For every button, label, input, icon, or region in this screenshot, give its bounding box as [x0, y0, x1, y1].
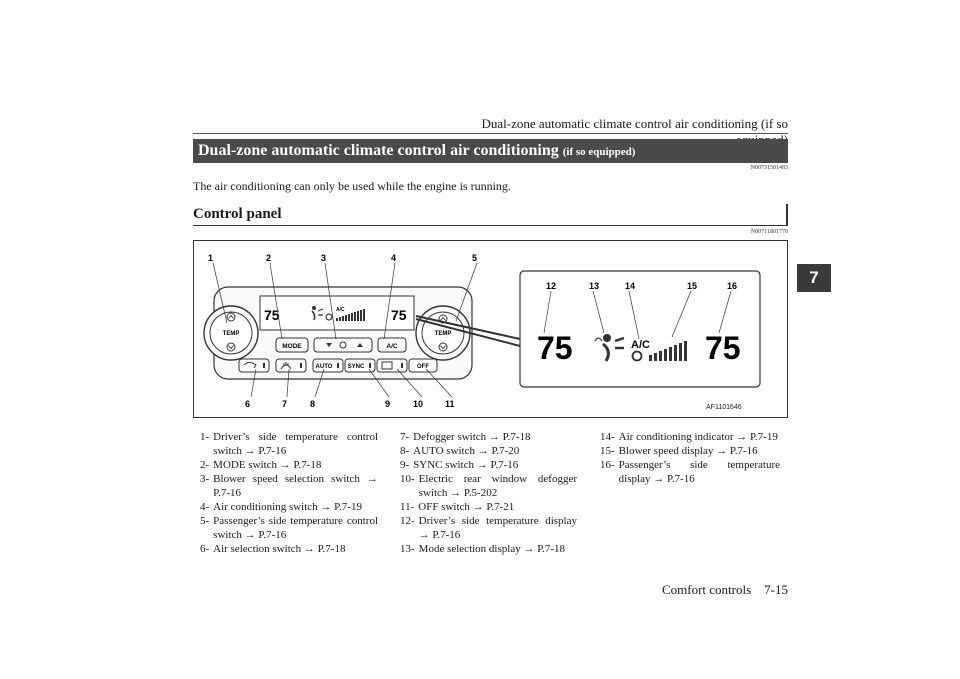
callout-15: 15: [687, 281, 697, 291]
rear-defogger-icon: [381, 361, 393, 370]
callout-leaders: [212, 262, 521, 398]
section-code: N00731501483: [750, 165, 788, 171]
control-panel-illustration: TEMP TEMP 75 75 A/C: [203, 253, 761, 409]
passenger-temp-label: TEMP: [435, 331, 452, 337]
figure-code: AF1101646: [706, 404, 742, 411]
list-item: 16-Passenger’s side temperature display …: [600, 459, 780, 485]
callout-10: 10: [413, 399, 423, 409]
large-display-driver-temp: 75: [537, 330, 573, 366]
callout-12: 12: [546, 281, 556, 291]
list-item: 4-Air conditioning switch → P.7-19: [200, 501, 362, 513]
list-item: 3-Blower speed selection switch → P.7-16: [200, 473, 378, 499]
callout-8: 8: [310, 399, 315, 409]
list-item: 2-MODE switch → P.7-18: [200, 459, 322, 471]
driver-temp-knob: TEMP: [203, 305, 259, 361]
subsection-tick: [786, 204, 788, 226]
mode-button[interactable]: [275, 337, 309, 353]
small-display-right-temp: 75: [391, 307, 407, 323]
blower-speed-button[interactable]: [313, 337, 373, 353]
callout-9: 9: [385, 399, 390, 409]
item-list-col1: 1-Driver’s side temperature control swit…: [200, 430, 378, 556]
callout-4: 4: [391, 253, 396, 263]
small-display-fan-icon: [325, 313, 333, 321]
list-item: 6-Air selection switch → P.7-18: [200, 543, 346, 555]
list-item: 13-Mode selection display → P.7-18: [400, 543, 566, 555]
list-item: 7-Defogger switch → P.7-18: [400, 431, 531, 443]
subsection-rule: [193, 225, 788, 226]
header-rule: [193, 133, 788, 134]
list-item: 10-Electric rear window defogger switch …: [400, 473, 577, 499]
control-panel-figure: TEMP TEMP 75 75 A/C: [193, 240, 788, 418]
large-callout-numbers: 12 13 14 15 16: [546, 281, 737, 291]
intro-text: The air conditioning can only be used wh…: [193, 179, 511, 193]
blower-down-icon: [326, 343, 332, 347]
list-item: 15-Blower speed display → P.7-16: [600, 445, 758, 457]
callout-7: 7: [282, 399, 287, 409]
list-item: 11-OFF switch → P.7-21: [400, 501, 515, 513]
list-item: 9-SYNC switch → P.7-16: [400, 459, 519, 471]
subsection-title: Control panel: [193, 206, 282, 222]
callout-2: 2: [266, 253, 271, 263]
callout-11: 11: [445, 399, 455, 409]
passenger-temp-knob: TEMP: [415, 305, 471, 361]
auto-button[interactable]: [312, 358, 344, 373]
blower-up-icon: [357, 343, 363, 347]
sync-button[interactable]: [344, 358, 376, 373]
section-title: Dual-zone automatic climate control air …: [198, 142, 559, 159]
sync-button-label: SYNC: [348, 364, 365, 370]
large-display-leaders: [543, 290, 732, 340]
callout-numbers: 1 2 3 4 5 6 7 8 9 10 11: [208, 253, 477, 409]
item-list-col2: 7-Defogger switch → P.7-18 8-AUTO switch…: [400, 430, 577, 556]
callout-16: 16: [727, 281, 737, 291]
item-list-col3: 14-Air conditioning indicator → P.7-19 1…: [600, 430, 780, 486]
air-selection-button[interactable]: [238, 358, 270, 373]
callout-6: 6: [245, 399, 250, 409]
large-display-mode-icon: [594, 334, 625, 362]
footer-section: Comfort controls: [661, 582, 752, 597]
section-banner: Dual-zone automatic climate control air …: [193, 139, 788, 163]
subsection-code: N00711801770: [750, 229, 788, 235]
small-display: [259, 295, 415, 331]
mode-button-label: MODE: [282, 343, 302, 350]
large-display-fan-icon: [631, 350, 643, 362]
callout-1: 1: [208, 253, 213, 263]
list-item: 1-Driver’s side temperature control swit…: [200, 431, 378, 457]
callout-5: 5: [472, 253, 477, 263]
off-button[interactable]: [408, 358, 438, 373]
blower-fan-icon: [339, 341, 347, 349]
ac-button-label: A/C: [386, 343, 398, 350]
ac-button[interactable]: [377, 337, 407, 353]
large-display-blower-bars: [649, 341, 687, 361]
large-display: [519, 270, 761, 388]
bottom-button-row: AUTO SYNC OFF: [238, 358, 438, 373]
small-display-blower-bars: [336, 309, 365, 321]
callout-3: 3: [321, 253, 326, 263]
list-item: 12-Driver’s side temperature display → P…: [400, 515, 577, 541]
driver-temp-label: TEMP: [223, 331, 240, 337]
auto-button-label: AUTO: [316, 364, 333, 370]
large-display-passenger-temp: 75: [705, 330, 741, 366]
recirc-icon: [243, 362, 257, 369]
callout-13: 13: [589, 281, 599, 291]
list-item: 14-Air conditioning indicator → P.7-19: [600, 431, 778, 443]
large-display-ac: A/C: [631, 339, 650, 351]
section-title-suffix: (if so equipped): [562, 146, 636, 158]
small-display-mode-icon: [311, 306, 324, 321]
list-item: 5-Passenger’s side temperature control s…: [200, 515, 378, 541]
small-display-left-temp: 75: [264, 307, 280, 323]
defogger-button[interactable]: [275, 358, 307, 373]
page-footer: Comfort controls 7-15: [600, 582, 788, 598]
defogger-icon: [280, 362, 292, 370]
off-button-label: OFF: [417, 364, 429, 370]
chapter-tab: 7: [797, 264, 831, 292]
footer-page-number: 7-15: [764, 582, 788, 597]
small-display-ac: A/C: [336, 307, 345, 313]
list-item: 8-AUTO switch → P.7-20: [400, 445, 520, 457]
callout-14: 14: [625, 281, 635, 291]
